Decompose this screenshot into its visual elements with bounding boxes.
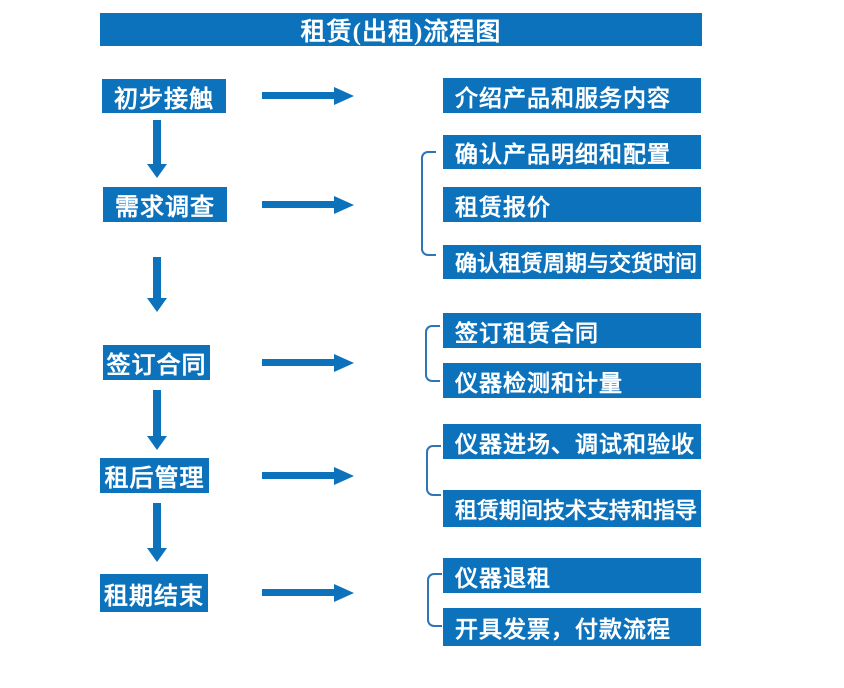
diagram-title: 租赁(出租)流程图: [100, 13, 702, 46]
bracket-group-lease-end: [427, 573, 442, 627]
arrow-down-icon-2: [153, 257, 161, 298]
arrow-right-icon-5: [262, 589, 334, 596]
arrow-right-icon-1: [262, 92, 334, 99]
bracket-group-sign-contract: [425, 325, 440, 382]
stage-box-post-rental-management: 租后管理: [100, 458, 209, 493]
output-box-rental-quote: 租赁报价: [443, 187, 701, 222]
bracket-group-post-rental: [426, 445, 441, 496]
arrow-down-icon-4: [153, 503, 161, 548]
output-box-sign-rental-contract: 签订租赁合同: [443, 313, 701, 348]
bracket-group-demand-survey: [421, 151, 436, 256]
stage-box-demand-survey: 需求调查: [103, 187, 227, 222]
arrow-down-icon-1: [153, 120, 161, 164]
arrow-right-icon-4: [262, 472, 334, 479]
output-box-confirm-product-details: 确认产品明细和配置: [443, 135, 701, 169]
output-box-invoice-payment: 开具发票，付款流程: [443, 608, 701, 646]
stage-box-initial-contact: 初步接触: [102, 79, 226, 113]
output-box-technical-support: 租赁期间技术支持和指导: [443, 490, 701, 527]
output-box-instrument-return: 仪器退租: [443, 558, 701, 593]
output-box-instrument-setup-acceptance: 仪器进场、调试和验收: [443, 424, 701, 459]
output-box-introduce-products: 介绍产品和服务内容: [443, 78, 701, 113]
arrow-down-icon-3: [153, 390, 161, 436]
stage-box-sign-contract: 签订合同: [103, 345, 210, 380]
arrow-right-icon-2: [262, 201, 334, 208]
output-box-confirm-rental-period: 确认租赁周期与交货时间: [443, 245, 701, 279]
stage-box-lease-end: 租期结束: [100, 574, 208, 612]
output-box-instrument-inspection: 仪器检测和计量: [443, 363, 701, 398]
arrow-right-icon-3: [262, 359, 334, 366]
